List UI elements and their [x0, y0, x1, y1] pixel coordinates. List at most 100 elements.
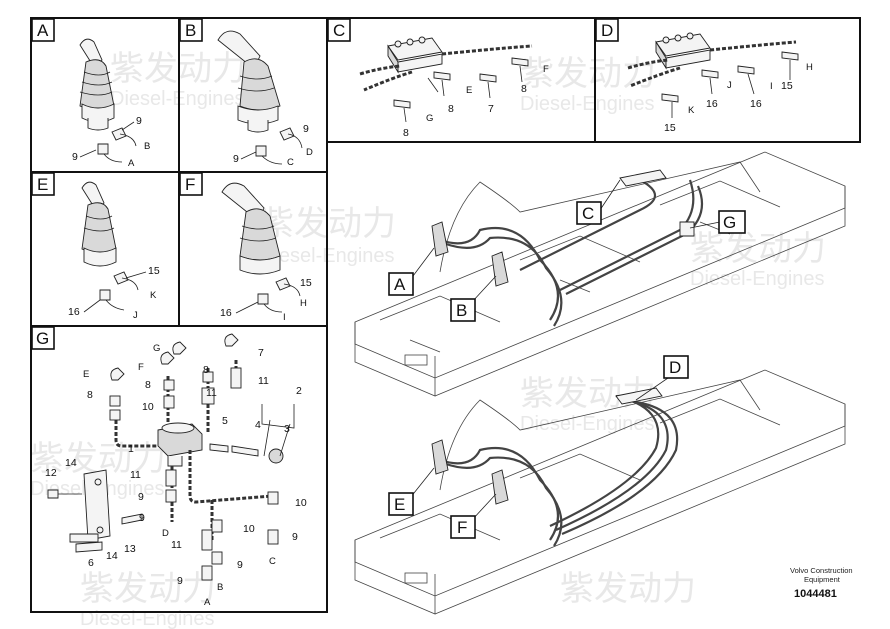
joystick-a: 9 B 9 A [72, 38, 150, 169]
panel-e-label: E [31, 172, 55, 196]
svg-text:5: 5 [222, 415, 228, 427]
svg-text:14: 14 [65, 457, 77, 469]
callout-f: F [450, 493, 497, 539]
svg-text:8: 8 [203, 364, 209, 376]
joystick-f: 15 H 16 I [220, 182, 312, 323]
svg-text:16: 16 [706, 98, 718, 110]
svg-text:F: F [185, 175, 195, 194]
svg-text:11: 11 [171, 539, 182, 551]
watermark-sub: Diesel-Engines [110, 88, 245, 110]
svg-text:9: 9 [72, 151, 78, 163]
svg-text:A: A [128, 158, 135, 169]
svg-text:K: K [688, 105, 695, 116]
panel-a-label: A [31, 18, 55, 42]
svg-text:3: 3 [284, 423, 290, 435]
svg-text:11: 11 [206, 387, 217, 399]
svg-text:9: 9 [139, 512, 145, 524]
svg-text:I: I [770, 81, 773, 92]
svg-text:16: 16 [68, 306, 80, 318]
svg-text:9: 9 [292, 531, 298, 543]
svg-text:G: G [153, 343, 160, 354]
svg-text:9: 9 [138, 491, 144, 503]
watermark-sub: Diesel-Engines [520, 93, 655, 115]
svg-text:8: 8 [145, 379, 151, 391]
svg-text:12: 12 [45, 467, 57, 479]
watermark-brand: 紫发动力 [560, 570, 696, 608]
svg-text:13: 13 [124, 543, 136, 555]
watermark-sub: Diesel-Engines [690, 268, 825, 290]
svg-text:7: 7 [258, 347, 264, 359]
svg-text:15: 15 [300, 277, 312, 289]
svg-text:I: I [283, 312, 286, 323]
joystick-e: 15 K 16 J [68, 181, 160, 321]
svg-text:9: 9 [303, 123, 309, 135]
svg-text:15: 15 [148, 265, 160, 277]
svg-text:B: B [144, 141, 150, 152]
valve-block-c: F E 8 7 8 G 8 [359, 36, 549, 139]
svg-text:G: G [36, 329, 49, 348]
footer-company: Volvo Construction [790, 566, 853, 575]
svg-text:K: K [150, 290, 157, 301]
svg-text:10: 10 [243, 523, 255, 535]
svg-text:7: 7 [488, 103, 494, 115]
watermark-brand: 紫发动力 [520, 55, 656, 93]
svg-text:J: J [727, 80, 732, 91]
svg-text:H: H [806, 62, 813, 73]
callout-c: C [576, 179, 621, 225]
watermark-sub: Diesel-Engines [80, 608, 215, 629]
svg-text:F: F [138, 362, 144, 373]
svg-text:A: A [204, 597, 211, 608]
svg-text:10: 10 [295, 497, 307, 509]
svg-text:G: G [426, 113, 433, 124]
svg-text:16: 16 [750, 98, 762, 110]
svg-text:B: B [456, 301, 467, 320]
frame-g [30, 325, 328, 613]
svg-text:C: C [582, 204, 594, 223]
svg-text:8: 8 [403, 127, 409, 139]
svg-text:9: 9 [233, 153, 239, 165]
svg-text:11: 11 [130, 469, 141, 481]
svg-text:8: 8 [521, 83, 527, 95]
svg-text:H: H [300, 298, 307, 309]
svg-text:6: 6 [88, 557, 94, 569]
callout-a: A [388, 247, 435, 296]
svg-text:1: 1 [128, 443, 134, 455]
frame-assembly-upper [354, 151, 846, 397]
frame-cd [326, 17, 861, 143]
panel-b-label: B [179, 18, 203, 42]
valve-block-d: H 15 J 16 I 16 K 15 [627, 32, 813, 134]
svg-text:8: 8 [87, 389, 93, 401]
svg-text:D: D [162, 528, 169, 539]
svg-text:E: E [37, 175, 48, 194]
watermark-brand: 紫发动力 [80, 570, 216, 608]
svg-text:B: B [185, 21, 196, 40]
svg-text:8: 8 [448, 103, 454, 115]
svg-text:C: C [287, 157, 294, 168]
footer: Volvo Construction Equipment 1044481 [790, 566, 853, 600]
svg-text:9: 9 [177, 575, 183, 587]
svg-text:2: 2 [296, 385, 302, 397]
svg-text:E: E [83, 369, 89, 380]
svg-text:D: D [601, 21, 613, 40]
svg-text:A: A [394, 275, 406, 294]
svg-text:15: 15 [781, 80, 793, 92]
callout-b: B [450, 275, 497, 322]
svg-text:4: 4 [255, 419, 261, 431]
svg-text:E: E [466, 85, 472, 96]
panel-d-label: D [595, 18, 619, 42]
svg-text:D: D [306, 147, 313, 158]
svg-text:C: C [333, 21, 345, 40]
watermark: 紫发动力 Diesel-Engines 紫发动力 Diesel-Engines … [30, 50, 826, 629]
svg-text:F: F [543, 64, 549, 75]
exploded-valve-g: 7 8 8 11 8 10 11 2 5 4 3 1 12 14 11 9 10… [45, 333, 307, 608]
svg-text:C: C [269, 556, 276, 567]
panel-c-label: C [327, 18, 351, 42]
frame-assembly-lower [354, 369, 846, 615]
svg-text:9: 9 [237, 559, 243, 571]
svg-text:E: E [394, 495, 405, 514]
svg-text:D: D [669, 358, 681, 377]
svg-text:F: F [457, 518, 467, 537]
svg-text:15: 15 [664, 122, 676, 134]
svg-text:9: 9 [136, 115, 142, 127]
